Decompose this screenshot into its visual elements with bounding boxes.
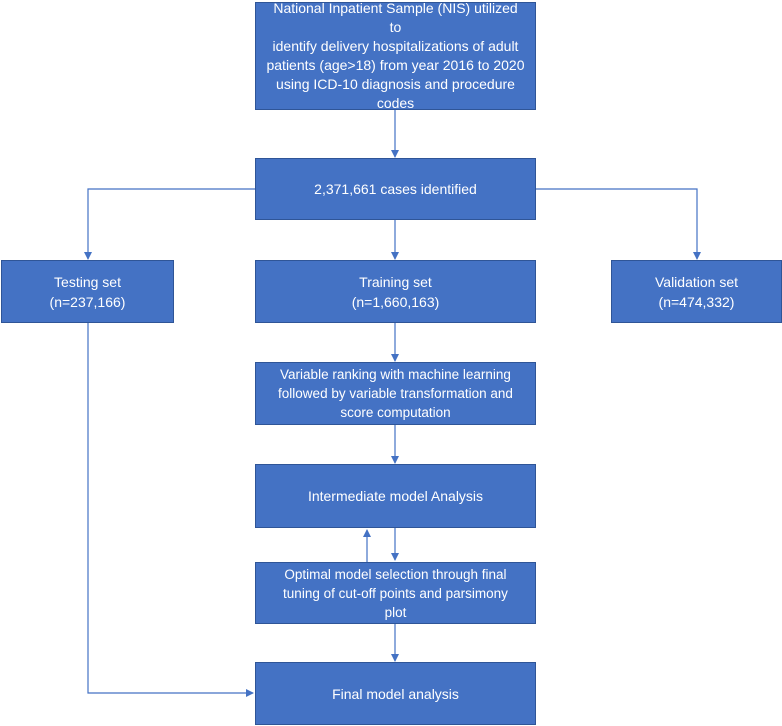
intermediate-model-box: Intermediate model Analysis xyxy=(255,464,536,528)
arrow-cases-to-testing xyxy=(84,188,255,260)
arrow-cases-to-validation xyxy=(535,188,701,260)
nis-data-source-box: National Inpatient Sample (NIS) utilized… xyxy=(255,0,536,111)
final-model-analysis-box: Final model analysis xyxy=(255,662,536,725)
training-set-box: Training set (n=1,660,163) xyxy=(255,260,536,323)
testing-set-box: Testing set (n=237,166) xyxy=(1,260,174,323)
validation-set-box: Validation set (n=474,332) xyxy=(611,260,782,323)
variable-ranking-box: Variable ranking with machine learning f… xyxy=(255,362,536,425)
optimal-model-selection-box: Optimal model selection through final tu… xyxy=(255,562,536,624)
arrow-testing-to-final xyxy=(87,323,254,697)
cases-identified-box: 2,371,661 cases identified xyxy=(255,158,536,220)
